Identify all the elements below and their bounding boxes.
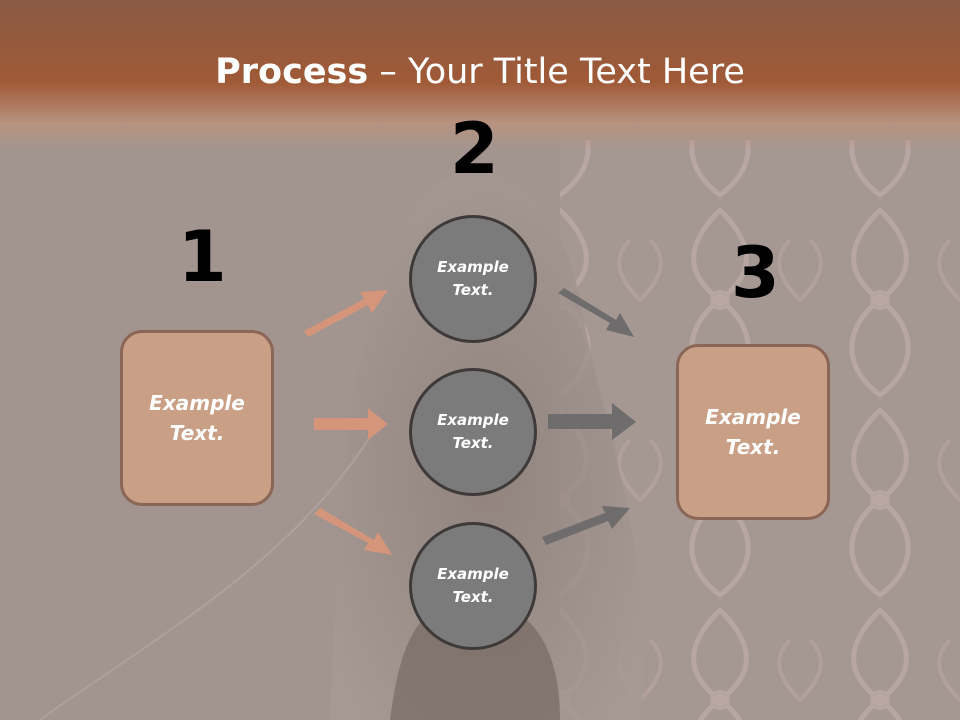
step-number-3: 3 bbox=[731, 232, 780, 314]
step-2-circle-bottom: Example Text. bbox=[409, 522, 537, 650]
step-number-1: 1 bbox=[178, 216, 227, 298]
slide-title: Process – Your Title Text Here bbox=[0, 52, 960, 92]
step-1-box: Example Text. bbox=[120, 330, 274, 506]
step-2-circle-top: Example Text. bbox=[409, 215, 537, 343]
arrow-out-middle bbox=[548, 403, 636, 440]
circle-top-text: Example Text. bbox=[437, 258, 509, 299]
title-banner bbox=[0, 0, 960, 150]
arrow-in-middle bbox=[314, 408, 388, 440]
step-2-circle-middle: Example Text. bbox=[409, 368, 537, 496]
title-rest: – Your Title Text Here bbox=[368, 52, 745, 92]
step-1-text: Example Text. bbox=[149, 391, 245, 445]
arrow-out-top bbox=[558, 288, 634, 337]
arrow-in-top bbox=[304, 290, 388, 337]
step-3-box: Example Text. bbox=[676, 344, 830, 520]
title-bold: Process bbox=[215, 52, 369, 92]
step-3-text: Example Text. bbox=[705, 405, 801, 459]
step-number-2: 2 bbox=[450, 108, 499, 190]
circle-middle-text: Example Text. bbox=[437, 411, 509, 452]
circle-bottom-text: Example Text. bbox=[437, 565, 509, 606]
arrow-in-bottom bbox=[314, 508, 392, 555]
arrow-out-bottom bbox=[542, 506, 630, 545]
